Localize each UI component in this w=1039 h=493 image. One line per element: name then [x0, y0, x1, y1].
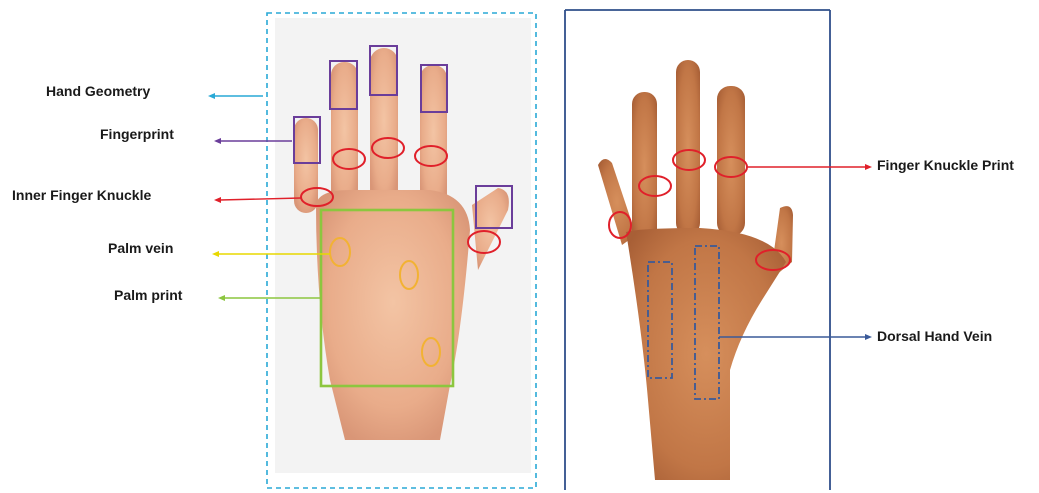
label-palm-print: Palm print: [114, 287, 182, 303]
label-fingerprint: Fingerprint: [100, 126, 174, 142]
label-palm-vein: Palm vein: [108, 240, 173, 256]
hand-geometry-arrow: [208, 93, 263, 99]
palm-panel: [267, 13, 536, 488]
dorsal-panel: [565, 10, 830, 490]
label-inner-finger-knuckle: Inner Finger Knuckle: [12, 187, 151, 203]
label-dorsal-hand-vein: Dorsal Hand Vein: [877, 328, 992, 344]
label-hand-geometry: Hand Geometry: [46, 83, 150, 99]
label-finger-knuckle-print: Finger Knuckle Print: [877, 157, 1014, 173]
